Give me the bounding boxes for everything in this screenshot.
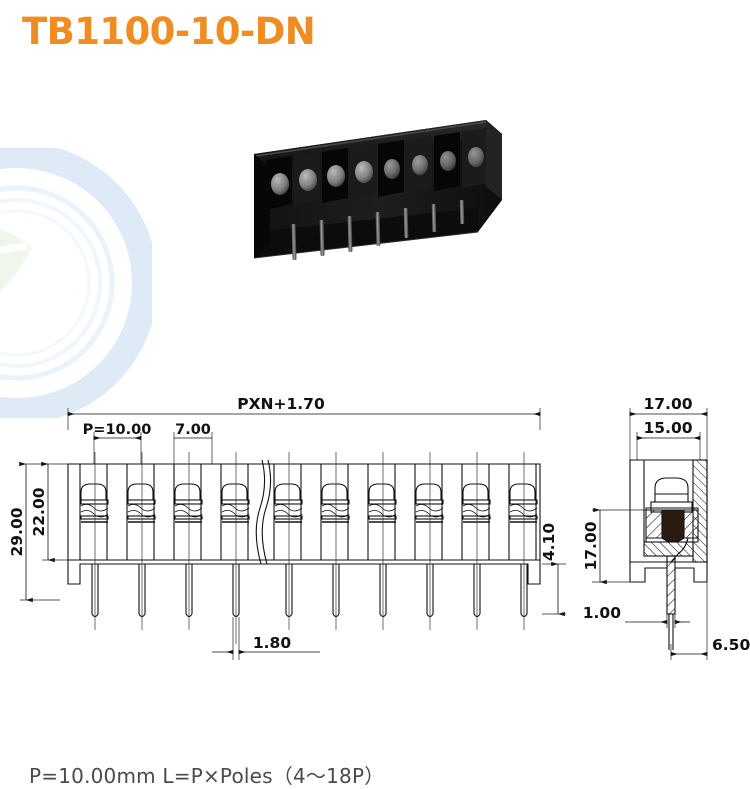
dim-pin-shoulder: 4.10 xyxy=(540,523,566,617)
dim-pin-width: 1.80 xyxy=(212,617,320,660)
dim-outer-width: 17.00 xyxy=(629,395,708,460)
dim-barrier-gap: 7.00 xyxy=(173,422,213,464)
dim-pin-shoulder-text: 4.10 xyxy=(540,523,558,561)
terminal-cells xyxy=(79,452,538,644)
dim-pitch: P=10.00 xyxy=(83,422,152,464)
break-line xyxy=(255,459,272,565)
page-title: TB1100-10-DN xyxy=(22,10,316,53)
dim-outer-width-text: 17.00 xyxy=(643,395,692,413)
dim-pitch-text: P=10.00 xyxy=(83,422,152,438)
dim-inner-width: 15.00 xyxy=(636,419,701,460)
dim-pin-offset: 6.50 xyxy=(670,582,750,660)
spec-caption: P=10.00mm L=P×Poles（4〜18P） xyxy=(29,764,385,788)
company-watermark xyxy=(0,148,152,418)
dim-side-body-height-text: 17.00 xyxy=(582,521,600,570)
dim-pin-width-text: 1.80 xyxy=(253,634,291,652)
dim-side-body-height: 17.00 xyxy=(582,507,648,585)
dim-body-height: 22.00 xyxy=(30,461,70,563)
dim-total-height-text: 29.00 xyxy=(8,507,26,556)
dim-overall-length-text: PXN+1.70 xyxy=(237,395,325,413)
dim-total-height: 29.00 xyxy=(8,461,70,603)
dim-barrier-gap-text: 7.00 xyxy=(175,422,211,438)
dim-body-height-text: 22.00 xyxy=(30,487,48,536)
technical-drawing: PXN+1.70 P=10.00 7.00 29.00 22.00 xyxy=(8,395,750,660)
dim-pin-thickness: 1.00 xyxy=(583,604,690,628)
dim-pin-thickness-text: 1.00 xyxy=(583,604,621,622)
dim-inner-width-text: 15.00 xyxy=(643,419,692,437)
side-view: 17.00 15.00 xyxy=(582,395,750,660)
dim-pin-offset-text: 6.50 xyxy=(712,636,750,654)
product-photo xyxy=(253,120,502,261)
